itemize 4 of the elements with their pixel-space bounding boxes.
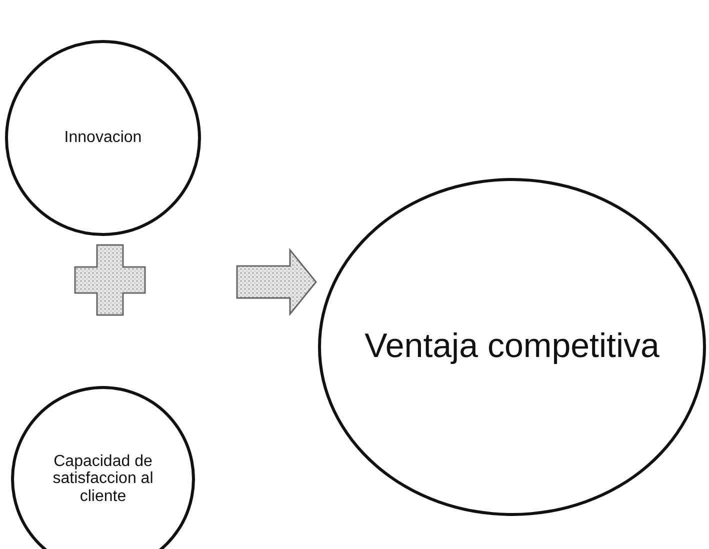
node-label: Capacidad de satisfaccion al cliente <box>52 452 154 506</box>
block-arrow <box>236 248 317 316</box>
node-label: Innovacion <box>63 129 143 147</box>
node-label: Ventaja competitiva <box>364 328 660 366</box>
